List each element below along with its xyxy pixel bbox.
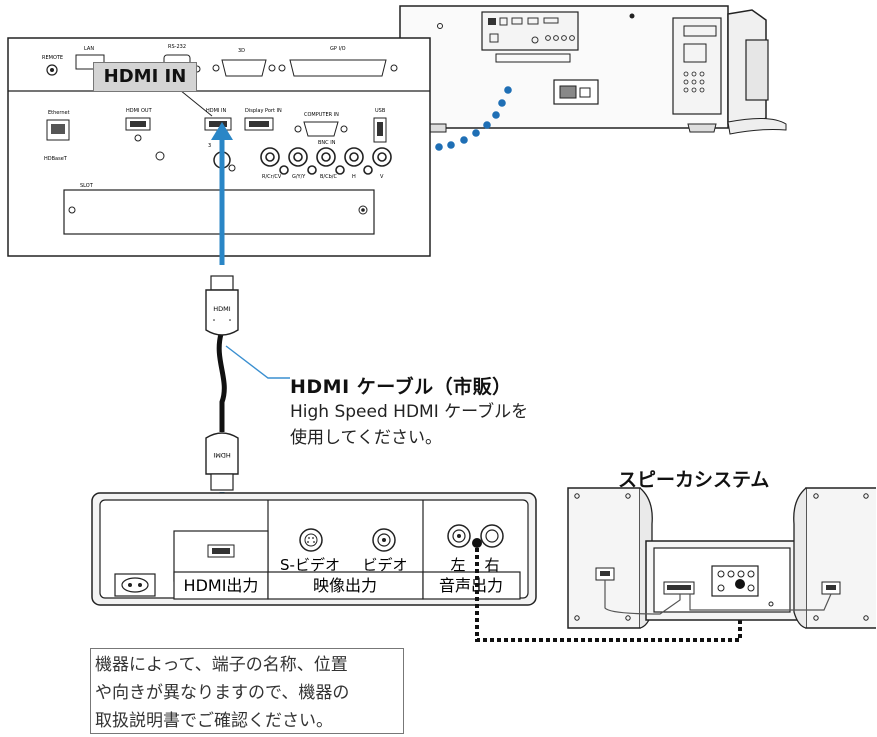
video-label: ビデオ xyxy=(362,556,407,574)
cable-note-line-2: 使用してください。 xyxy=(290,428,442,448)
remote-port: REMOTE xyxy=(42,55,63,76)
speaker-system-title: スピーカシステム xyxy=(618,469,770,491)
device-note-box: 機器によって、端子の名称、位置 や向きが異なりますので、機器の 取扱説明書でご確… xyxy=(90,648,404,734)
gpio-port: GP I/O xyxy=(278,46,398,77)
note-line-3: 取扱説明書でご確認ください。 xyxy=(95,711,333,731)
hdmi-cable: HDMI HDMI xyxy=(205,275,239,491)
video-output-label: 映像出力 xyxy=(313,576,377,595)
svg-text:R/Cr/CV: R/Cr/CV xyxy=(262,174,282,180)
svg-text:H: H xyxy=(352,174,356,180)
audio-output-label: 音声出力 xyxy=(439,576,503,595)
three-d-port: 3D xyxy=(212,48,276,77)
computer-in-port: COMPUTER IN xyxy=(294,112,348,137)
displayport-in-port: Display Port IN xyxy=(244,108,282,131)
signal-arrow-up xyxy=(211,122,233,265)
svg-text:3D: 3D xyxy=(238,48,245,54)
cable-callout-line xyxy=(225,345,290,379)
svg-text:B/Cb/C: B/Cb/C xyxy=(320,174,337,180)
svg-text:G/Y/Y: G/Y/Y xyxy=(292,174,306,180)
cable-note: High Speed HDMI ケーブルを 使用してください。 xyxy=(290,399,590,451)
bnc-in-label: BNC IN xyxy=(318,140,336,146)
usb-port: USB xyxy=(373,108,387,143)
svg-text:RS-232: RS-232 xyxy=(168,44,186,50)
svg-text:HDBaseT: HDBaseT xyxy=(44,156,68,162)
audio-right-label: 右 xyxy=(484,556,499,574)
slot-cover: SLOT xyxy=(63,183,375,235)
svg-text:Display Port IN: Display Port IN xyxy=(245,108,282,114)
cable-title: HDMI ケーブル（市販） xyxy=(290,376,512,398)
svg-text:LAN: LAN xyxy=(84,46,94,52)
projector-panel: REMOTE LAN RS-232 3D GP I/O xyxy=(7,37,431,257)
svg-text:USB: USB xyxy=(375,108,386,114)
projector-body xyxy=(399,5,787,135)
svg-text:GP I/O: GP I/O xyxy=(330,46,346,52)
note-line-1: 機器によって、端子の名称、位置 xyxy=(95,655,348,675)
svg-text:HDMI IN: HDMI IN xyxy=(206,108,226,114)
ethernet-port: Ethernet HDBaseT xyxy=(44,110,70,162)
hdmi-in-callout-label: HDMI IN xyxy=(93,62,197,92)
speaker-system xyxy=(567,487,876,629)
svg-text:HDMI OUT: HDMI OUT xyxy=(126,108,153,114)
cable-top-connector-label: HDMI xyxy=(213,305,231,313)
audio-left-label: 左 xyxy=(450,556,465,574)
svg-text:REMOTE: REMOTE xyxy=(42,55,63,61)
projector-link-dots xyxy=(435,86,512,151)
svg-text:3: 3 xyxy=(208,143,211,149)
s-video-label: S-ビデオ xyxy=(280,556,340,574)
bnc-connectors xyxy=(260,147,392,175)
hdmi-out-port: HDMI OUT xyxy=(125,108,153,142)
svg-text:Ethernet: Ethernet xyxy=(48,110,70,116)
hdmi-output-label: HDMI出力 xyxy=(184,576,259,595)
cable-note-line-1: High Speed HDMI ケーブルを xyxy=(290,402,529,422)
svg-text:SLOT: SLOT xyxy=(80,183,94,189)
bnc-labels: R/Cr/CV G/Y/Y B/Cb/C H V xyxy=(262,174,384,180)
note-line-2: や向きが異なりますので、機器の xyxy=(95,683,350,703)
svg-text:COMPUTER IN: COMPUTER IN xyxy=(304,112,339,118)
svg-text:V: V xyxy=(380,174,384,180)
cable-bottom-connector-label: HDMI xyxy=(213,451,231,459)
source-device: HDMI出力 映像出力 音声出力 S-ビデオ ビデオ 左 右 xyxy=(91,492,537,606)
